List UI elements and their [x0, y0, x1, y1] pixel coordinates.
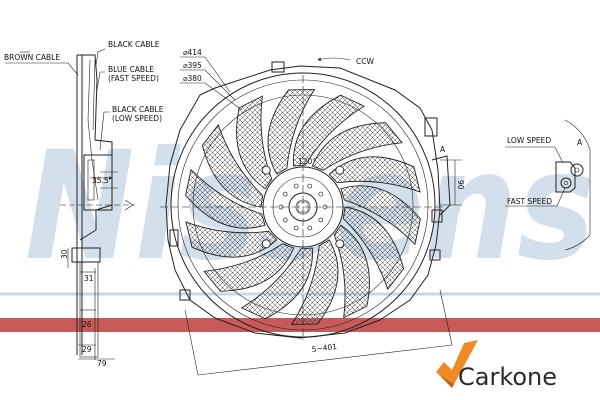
fan-blade — [201, 123, 264, 208]
dim-395: ⌀395 — [183, 61, 202, 70]
dim-90: 90 — [456, 180, 465, 190]
carkone-logo — [436, 340, 478, 388]
hub-hole — [282, 191, 288, 197]
label-view-a-arrow: A — [440, 145, 446, 154]
fan-blade — [185, 221, 278, 258]
fan-blade — [342, 206, 405, 291]
label-fast-speed-side: (FAST SPEED) — [108, 74, 159, 83]
label-low-speed: LOW SPEED — [507, 136, 551, 145]
fan-blade — [311, 122, 403, 171]
side-view — [60, 54, 135, 360]
fan-blade — [333, 224, 370, 319]
mount-bolt — [261, 239, 271, 249]
hub-hole — [282, 217, 288, 223]
mount-bolt — [261, 165, 271, 175]
label-black-cable: BLACK CABLE — [112, 105, 164, 114]
label-fast-speed: FAST SPEED — [507, 197, 552, 206]
dim-380: ⌀380 — [183, 74, 202, 83]
center-marker: 120° — [298, 157, 316, 166]
fan-blade — [290, 239, 339, 325]
fan-blade — [236, 95, 273, 190]
dim-26: 26 — [82, 320, 92, 329]
hub-hole — [307, 183, 313, 189]
dim-30: 30 — [60, 249, 69, 259]
fan-blade — [328, 156, 421, 193]
label-low-speed-side: (LOW SPEED) — [112, 114, 162, 123]
hub-hole — [318, 191, 324, 197]
label-blue-cable: BLUE CABLE — [108, 65, 154, 74]
hub-hole — [307, 225, 313, 231]
fan-front-view — [160, 56, 462, 376]
label-view-a: A — [577, 138, 583, 147]
fan-blade — [293, 94, 366, 167]
dim-401: 5~401 — [311, 342, 338, 354]
fan-blade — [240, 247, 313, 320]
fan-blade — [203, 243, 295, 292]
mount-bolt — [335, 239, 345, 249]
dim-31: 31 — [84, 274, 94, 283]
dim-35-5: 35.5 — [92, 176, 109, 185]
label-black-cable-top: BLACK CABLE — [108, 40, 160, 49]
brand-name: Carkone — [458, 363, 557, 391]
dim-29: 29 — [82, 345, 92, 354]
hub-hole — [293, 225, 299, 231]
carkone-check-icon — [436, 340, 478, 388]
connector-detail-a — [505, 119, 591, 251]
dim-79: 79 — [97, 359, 107, 368]
mount-bolt — [335, 165, 345, 175]
label-brown-cable: BROWN CABLE — [4, 53, 60, 62]
hub-hole — [318, 217, 324, 223]
hub-hole — [293, 183, 299, 189]
fan-blade — [267, 89, 316, 175]
label-ccw: CCW — [356, 57, 374, 66]
dim-414: ⌀414 — [183, 48, 202, 57]
header-stripe — [0, 318, 600, 332]
